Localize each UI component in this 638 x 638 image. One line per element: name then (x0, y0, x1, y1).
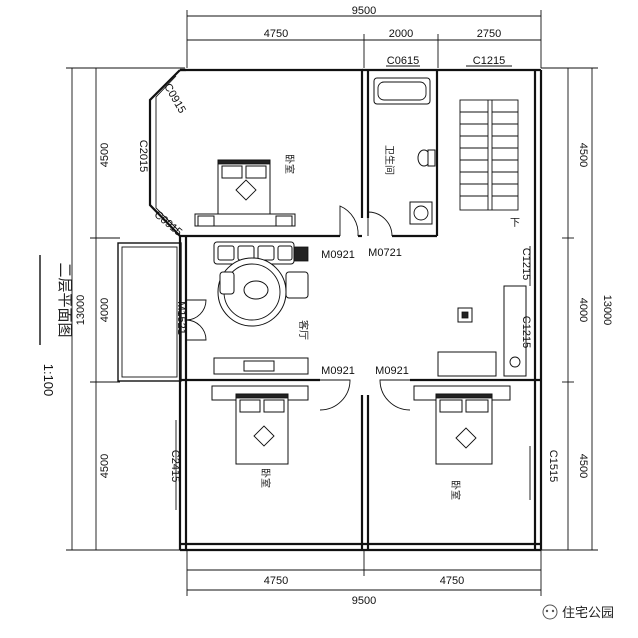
staircase: 下 (459, 99, 520, 229)
basin (409, 201, 433, 225)
label-c0915-a: C0915 (161, 81, 188, 115)
dim-right-seg3: 4500 (577, 454, 589, 478)
windows (175, 65, 531, 510)
label-c1215-right: C1215 (520, 248, 532, 280)
opening-labels: C0615 C1215 C0915 C2015 C0915 M0921 M072… (137, 55, 559, 482)
label-c0615: C0615 (387, 55, 419, 67)
label-c1515: C1515 (547, 450, 559, 482)
label-m0921-c: M0921 (375, 365, 409, 377)
label-c2415: C2415 (169, 450, 181, 482)
bathroom-fixtures (373, 77, 436, 225)
doors (185, 205, 411, 411)
plan-scale: 1:100 (41, 364, 56, 397)
label-c1215-top: C1215 (473, 55, 505, 67)
bedroom-top-furniture (194, 159, 296, 227)
wechat-icon (542, 604, 558, 620)
plan-title: 二层平面图 1:100 (39, 255, 74, 397)
balcony-inner (121, 246, 178, 378)
room-bedroom-left: 卧室 (259, 468, 272, 488)
dim-top-seg1: 4750 (264, 28, 288, 40)
dim-right-seg1: 4500 (577, 143, 589, 167)
watermark: 住宅公园 (542, 604, 614, 621)
dim-left-seg2: 4000 (99, 298, 111, 322)
dim-right-total: 13000 (601, 295, 613, 326)
label-m0921-a: M0921 (321, 249, 355, 261)
plan-title-text: 二层平面图 (56, 262, 74, 337)
bedroom-right-furniture (413, 385, 511, 465)
room-labels: 卧室 卫生间 客厅 卧室 卧室 (259, 145, 462, 500)
dim-right-seg2: 4000 (577, 298, 589, 322)
bottom-dimensions: 4750 4750 9500 (186, 550, 542, 607)
room-living: 客厅 (297, 320, 310, 340)
label-c1215-right2: C1215 (520, 316, 532, 348)
room-bedroom-top: 卧室 (283, 154, 296, 174)
watermark-text: 住宅公园 (562, 606, 614, 621)
dim-bottom-seg1: 4750 (264, 575, 288, 587)
label-c0915-b: C0915 (152, 209, 185, 239)
bedroom-left-furniture (211, 385, 309, 465)
svg-text:下: 下 (510, 218, 520, 229)
dim-left-total: 13000 (75, 295, 87, 326)
living-furniture (213, 241, 527, 377)
dim-top-total: 9500 (352, 5, 376, 17)
dim-bottom-total: 9500 (352, 595, 376, 607)
dim-bottom-seg2: 4750 (440, 575, 464, 587)
label-c2015: C2015 (137, 140, 149, 172)
room-bedroom-right: 卧室 (449, 480, 462, 500)
dim-left-seg1: 4500 (99, 143, 111, 167)
label-m0721: M0721 (368, 247, 402, 259)
walls (148, 68, 543, 552)
label-m0921-b: M0921 (321, 365, 355, 377)
dim-top-seg2: 2000 (389, 28, 413, 40)
label-m1521: M1521 (175, 301, 187, 335)
bathtub (373, 77, 431, 105)
top-dimensions: 9500 4750 2000 2750 (186, 5, 542, 68)
left-dimensions: 4500 4000 4500 13000 (66, 67, 185, 551)
room-bathroom: 卫生间 (383, 145, 396, 175)
right-dimensions: 4500 4000 4500 13000 (541, 67, 613, 551)
dim-top-seg3: 2750 (477, 28, 501, 40)
balcony (117, 242, 182, 382)
dim-left-seg3: 4500 (99, 454, 111, 478)
